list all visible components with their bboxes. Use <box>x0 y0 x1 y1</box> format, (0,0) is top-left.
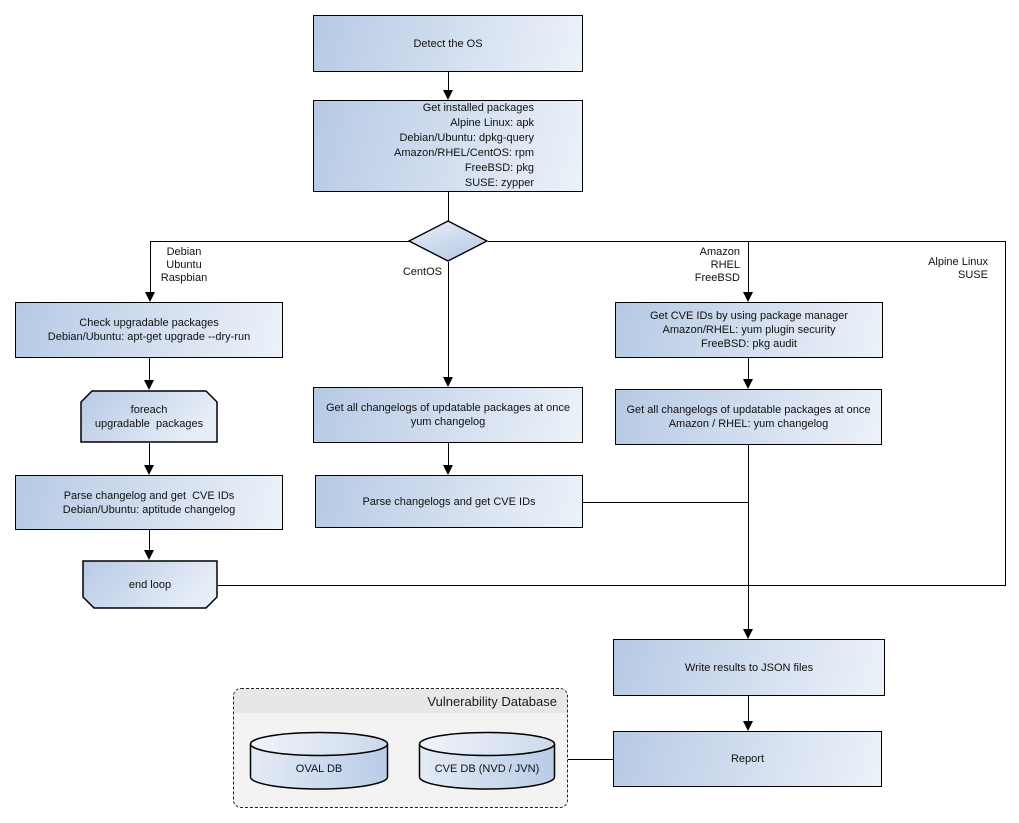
connector-parse-to-endloop <box>149 530 151 551</box>
node-end-loop: end loop <box>82 560 218 609</box>
db-cylinder-oval: OVAL DB <box>249 731 389 791</box>
connector-changelogs-to-parse-centos <box>448 443 450 466</box>
connector-check-to-foreach <box>149 358 151 381</box>
node-label: Write results to JSON files <box>684 661 814 674</box>
arrowhead-icon <box>442 465 453 475</box>
edge-label-amazon: Amazon RHEL FreeBSD <box>694 246 740 284</box>
connector-detect-to-installed <box>448 72 450 91</box>
group-header: Vulnerability Database <box>234 689 567 713</box>
connector-database-to-report <box>568 759 613 761</box>
connector-amazon-down <box>748 241 750 293</box>
edge-label-alpine: Alpine Linux SUSE <box>928 256 988 281</box>
arrowhead-icon <box>143 380 154 390</box>
arrowhead-icon <box>742 292 753 302</box>
node-label: Parse changelog and get CVE IDs Debian/U… <box>62 489 236 516</box>
node-label: Detect the OS <box>413 37 483 50</box>
diamond-icon <box>408 220 488 262</box>
loop-start-shape-icon <box>80 390 218 443</box>
node-parse-changelogs-centos: Parse changelogs and get CVE IDs <box>315 475 583 528</box>
arrowhead-icon <box>143 550 154 560</box>
node-get-cve-ids-package-manager: Get CVE IDs by using package manager Ama… <box>615 302 883 358</box>
node-write-results-json: Write results to JSON files <box>613 639 885 696</box>
node-label: foreach upgradable packages <box>94 403 204 430</box>
arrowhead-icon <box>742 379 753 389</box>
arrowhead-icon <box>143 465 154 475</box>
db-label: CVE DB (NVD / JVN) <box>434 763 540 775</box>
node-label: Get all changelogs of updatable packages… <box>626 404 871 430</box>
node-report: Report <box>613 731 882 787</box>
arrowhead-icon <box>742 721 753 731</box>
connector-alpine-down <box>1005 241 1007 586</box>
node-label: Get all changelogs of updatable packages… <box>325 402 570 428</box>
node-parse-changelog-debian: Parse changelog and get CVE IDs Debian/U… <box>15 475 283 530</box>
connector-cveids-to-changelogs <box>748 358 750 380</box>
node-label: Get CVE IDs by using package manager Ama… <box>649 310 849 350</box>
db-cylinder-cve: CVE DB (NVD / JVN) <box>418 731 556 791</box>
group-vulnerability-database: Vulnerability Database OVAL DB <box>233 688 568 808</box>
connector-foreach-to-parse <box>149 443 151 466</box>
node-label: Check upgradable packages Debian/Ubuntu:… <box>47 317 251 343</box>
database-cylinder-icon <box>249 731 389 790</box>
edge-label-debian: Debian Ubuntu Raspbian <box>160 246 208 284</box>
db-label: OVAL DB <box>295 763 343 775</box>
node-get-installed-packages: Get installed packages Alpine Linux: apk… <box>313 100 583 192</box>
node-label: Report <box>730 753 765 765</box>
arrowhead-icon <box>144 292 155 302</box>
connector-left-down <box>150 241 152 293</box>
connector-write-to-report <box>748 696 750 722</box>
arrowhead-icon <box>442 90 453 100</box>
decision-diamond <box>408 220 488 262</box>
arrowhead-icon <box>442 377 453 387</box>
connector-centos-down <box>448 262 450 378</box>
loop-end-shape-icon <box>82 560 218 609</box>
arrowhead-icon <box>742 629 753 639</box>
database-cylinder-icon <box>418 731 556 790</box>
connector-endloop-merge <box>218 585 1006 587</box>
edge-label-centos: CentOS <box>402 266 442 278</box>
connector-parse-centos-merge <box>583 502 749 504</box>
connector-merge-to-write <box>748 445 750 630</box>
node-get-changelogs-centos: Get all changelogs of updatable packages… <box>313 387 583 443</box>
node-get-changelogs-amazon: Get all changelogs of updatable packages… <box>615 389 882 445</box>
node-label: Parse changelogs and get CVE IDs <box>362 495 536 508</box>
node-check-upgradable-packages: Check upgradable packages Debian/Ubuntu:… <box>15 302 283 358</box>
node-label: end loop <box>128 578 172 591</box>
connector-decision-left <box>150 241 409 243</box>
node-foreach-loop: foreach upgradable packages <box>80 390 218 443</box>
group-title: Vulnerability Database <box>427 693 557 709</box>
node-detect-os: Detect the OS <box>313 15 583 72</box>
connector-decision-right <box>488 241 1006 243</box>
connector-installed-to-decision <box>448 192 450 221</box>
node-label: Get installed packages Alpine Linux: apk… <box>394 102 534 189</box>
